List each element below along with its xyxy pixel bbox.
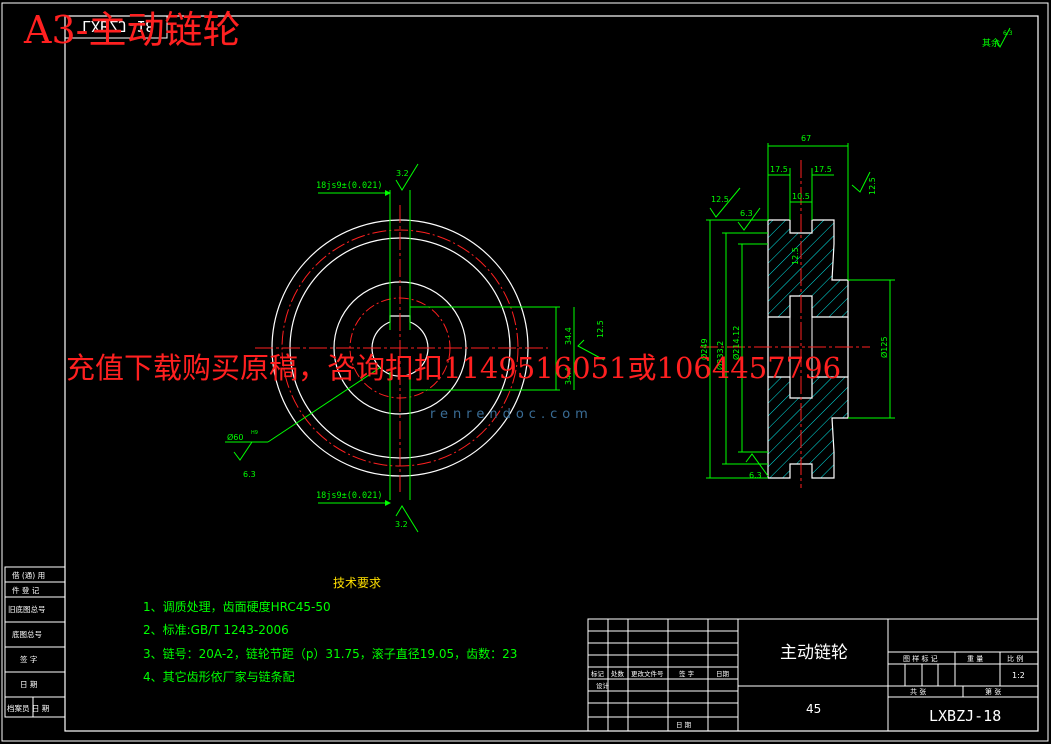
left-strip [4,566,66,718]
roughness-top-icon [395,163,419,191]
bore-with-keyway [371,315,429,377]
watermark-url: renrendoc.com [430,407,593,422]
tech-req-item: 2、标准:GB/T 1243-2006 [143,623,289,637]
dia-d2: Ø233.2 [715,341,725,370]
tech-req-title: 技术要求 [333,576,382,590]
ra-right: 12.5 [596,320,605,338]
h-date2: 日 期 [676,721,692,729]
roughness-symbol-icon [995,27,1011,49]
h-count: 处数 [611,669,625,678]
keyway-bottom-dim: 18js9±(0.021) [316,491,383,501]
ra-side: 12.5 [868,177,877,195]
inner-border [64,15,1039,732]
sheets-total: 共 张 [910,687,926,696]
h-docno: 更改文件号 [631,669,664,678]
col-stage: 图 样 标 记 [903,654,938,663]
strip-label: 件 登 记 [12,585,40,595]
tech-req-item: 1、调质处理，齿面硬度HRC45-50 [143,600,331,614]
dia-d3: Ø214.12 [731,326,741,360]
h-date: 日期 [716,670,730,678]
dim-right-w: 17.5 [814,165,832,174]
bore-tol: H9 [251,430,258,436]
strip-label: 旧底图总号 [8,604,46,614]
roughness-side-icon [851,171,871,193]
h-design: 设计 [596,681,610,690]
dim-center-w: 10.5 [792,192,810,201]
dim-b: 34.4 [564,367,573,385]
tech-req-item: 3、链号：20A-2，链轮节距（p）31.75，滚子直径19.05，齿数：23 [143,647,518,661]
dim-left-w: 17.5 [770,165,788,174]
part-name: 主动链轮 [780,643,848,663]
dia-d4: Ø125 [879,336,889,358]
h-sign: 签 字 [679,669,695,678]
strip-label: 底图总号 [12,629,42,639]
dim-a: 34.4 [564,327,573,345]
watermark-text: 充值下载购买原稿，咨询扣扣1149516051或1064457796 [66,351,842,385]
roughness-note: 其余 [982,37,1000,49]
dim-width: 67 [801,134,811,143]
scale-value: 1:2 [1012,671,1025,680]
ra-inner: 12.5 [791,247,800,265]
leader-line [267,366,382,443]
dia-d1: Ø249 [699,338,709,360]
section-lower [767,376,849,479]
col-weight: 重 量 [967,655,983,663]
bore-dia: Ø60 [227,432,243,442]
section-upper [767,219,849,318]
roughness-bottom-icon [395,505,419,533]
roughness-bottom-icon [745,453,769,477]
strip-label: 签 字 [20,654,37,664]
roughness-mid-icon [737,207,761,231]
ra-top: 3.2 [396,169,409,178]
ra-bottom: 3.2 [395,520,408,529]
drawing-no: LXBZJ-18 [929,707,1001,725]
sheet-no: 第 张 [985,687,1001,696]
section-view: 67 17.5 17.5 10.5 12.5 6.3 12.5 12.5 6.3… [699,134,895,488]
roughness-note-value: 6.3 [1003,30,1013,37]
roughness-bore-icon [233,441,253,461]
keyway-top-dim: 18js9±(0.021) [316,181,383,191]
tech-req-item: 4、其它齿形依厂家与链条配 [143,670,295,684]
col-scale: 比 例 [1007,654,1023,663]
strip-label: 档案员 日 期 [7,703,49,713]
sheet-title: A3-主动链轮 [24,8,241,52]
mirrored-number: LXBZJ-18 [82,17,154,35]
material: 45 [806,702,821,716]
ra-mid: 6.3 [740,209,753,218]
front-view: 18js9±(0.021) 18js9±(0.021) 3.2 3.2 34.4… [225,163,605,533]
mirrored-number-box [64,15,168,39]
strip-label: 借 (通) 用 [12,570,45,580]
roughness-left-icon [709,187,741,218]
strip-label: 日 期 [20,680,37,689]
ra-bottom-section: 6.3 [749,471,762,480]
title-block [587,618,1039,732]
roughness-right-icon [577,339,605,361]
ra-bore: 6.3 [243,470,256,479]
h-mark: 标记 [591,669,605,678]
ra-left: 12.5 [711,195,729,204]
